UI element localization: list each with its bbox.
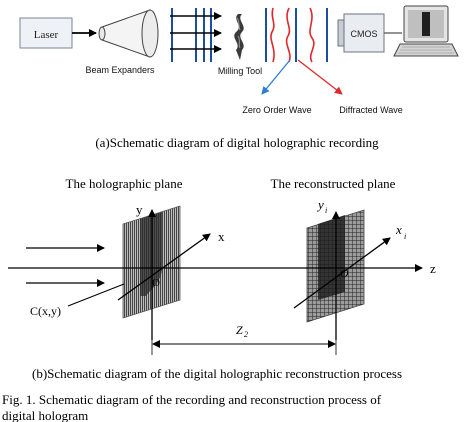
laptop-icon: [393, 5, 459, 57]
x-axis-label: x: [218, 229, 225, 244]
z-axis-label: z: [430, 261, 436, 276]
origin-label-right: O: [340, 266, 349, 280]
diffracted-arrow: [297, 59, 343, 95]
diffracted-label: Diffracted Wave: [339, 105, 403, 115]
cmos-sensor: CMOS: [337, 13, 385, 53]
z2-arrowhead-left: [152, 340, 160, 348]
figure-caption: Fig. 1. Schematic diagram of the recordi…: [2, 392, 382, 422]
z2-arrowhead-right: [328, 340, 336, 348]
reconstruction-diagram: The holographic plane The reconstructed …: [8, 176, 436, 381]
x-axis: [117, 233, 211, 301]
reconstructed-plane-title: The reconstructed plane: [271, 176, 396, 191]
zero-order-arrow: [261, 59, 291, 95]
z2-sub: 2: [244, 330, 248, 339]
beam-arrows: [170, 12, 222, 53]
recording-subcaption: (a)Schematic diagram of digital holograp…: [95, 135, 379, 150]
xi-axis-sub: i: [404, 232, 406, 241]
milling-tool-label: Milling Tool: [218, 66, 262, 76]
xi-axis-label: x: [395, 222, 402, 237]
y-axis-label: y: [136, 202, 143, 217]
milling-tool: [234, 14, 244, 60]
caption-line-1: Fig. 1. Schematic diagram of the recordi…: [2, 392, 382, 407]
caption-line-2: digital hologram: [2, 408, 88, 422]
cxy-label: C(x,y): [30, 304, 61, 318]
recording-diagram: Laser Beam Expanders Milling Tool: [19, 5, 459, 150]
wave-planes: [265, 7, 328, 63]
parallel-beams: [171, 8, 212, 62]
origin-label-left: O: [152, 277, 160, 289]
xi-axis: [293, 237, 391, 309]
beam-expanders: [98, 9, 159, 58]
z2-label: Z: [236, 323, 243, 337]
beam-expanders-label: Beam Expanders: [85, 65, 155, 75]
zero-order-label: Zero Order Wave: [242, 105, 311, 115]
laser-box: Laser: [19, 17, 73, 49]
cxy-leader: [67, 283, 125, 307]
yi-axis-label: y: [316, 197, 324, 212]
laser-label: Laser: [34, 29, 59, 41]
reconstruction-subcaption: (b)Schematic diagram of the digital holo…: [32, 366, 402, 381]
holographic-plane-title: The holographic plane: [66, 176, 183, 191]
yi-axis-sub: i: [325, 206, 327, 215]
cmos-label: CMOS: [351, 29, 378, 39]
